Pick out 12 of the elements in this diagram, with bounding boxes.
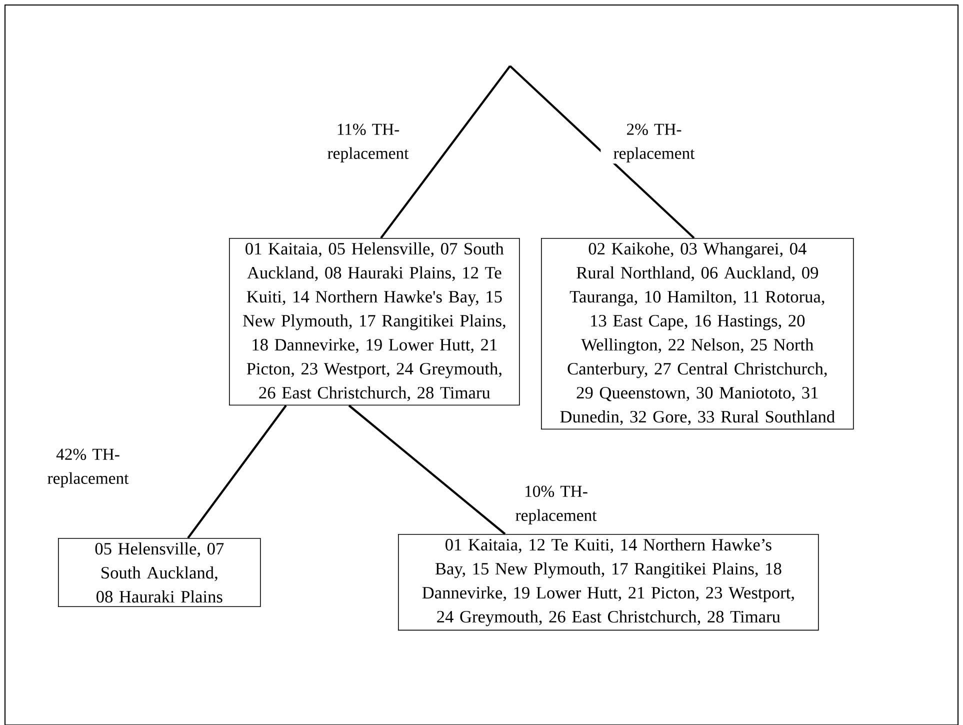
region-box: 01 Kaitaia, 05 Helensville, 07 South Auckland, 08 Hauraki Plains, 12 Te Kuiti, 14 Northern Hawke's Bay, 15 New Plymouth, 17 Rangitikei Plains, 18 Dannevirke, 19 Lower Hutt, 21 Picton, 23 Westport, 24 Greymouth, 26 East Christchurch, 28 Timaru xyxy=(229,238,520,406)
edge-label: 11% TH- replacement xyxy=(314,122,422,164)
branch-line xyxy=(509,65,695,239)
region-box: 01 Kaitaia, 12 Te Kuiti, 14 Northern Hawke’s Bay, 15 New Plymouth, 17 Rangitikei Plains, 18 Dannevirke, 19 Lower Hutt, 21 Picton, 23 Westport, 24 Greymouth, 26 East Christchurch, 28 Timaru xyxy=(398,534,819,631)
edge-label: 2% TH- replacement xyxy=(600,122,708,164)
branch-line xyxy=(187,404,287,539)
region-box: 05 Helensville, 07 South Auckland, 08 Hauraki Plains xyxy=(58,538,261,607)
branch-line xyxy=(380,65,511,239)
edge-label: 10% TH- replacement xyxy=(502,484,610,526)
region-box: 02 Kaikohe, 03 Whangarei, 04 Rural Northland, 06 Auckland, 09 Tauranga, 10 Hamilton, 11 Rotorua, 13 East Cape, 16 Hastings, 20 Wellington, 22 Nelson, 25 North Canterbury, 27 Central Christchurch, 29 Queenstown, 30 Maniototo, 31 Dunedin, 32 Gore, 33 Rural Southland xyxy=(541,238,854,430)
branch-line xyxy=(348,404,506,535)
edge-label: 42% TH- replacement xyxy=(34,447,142,489)
